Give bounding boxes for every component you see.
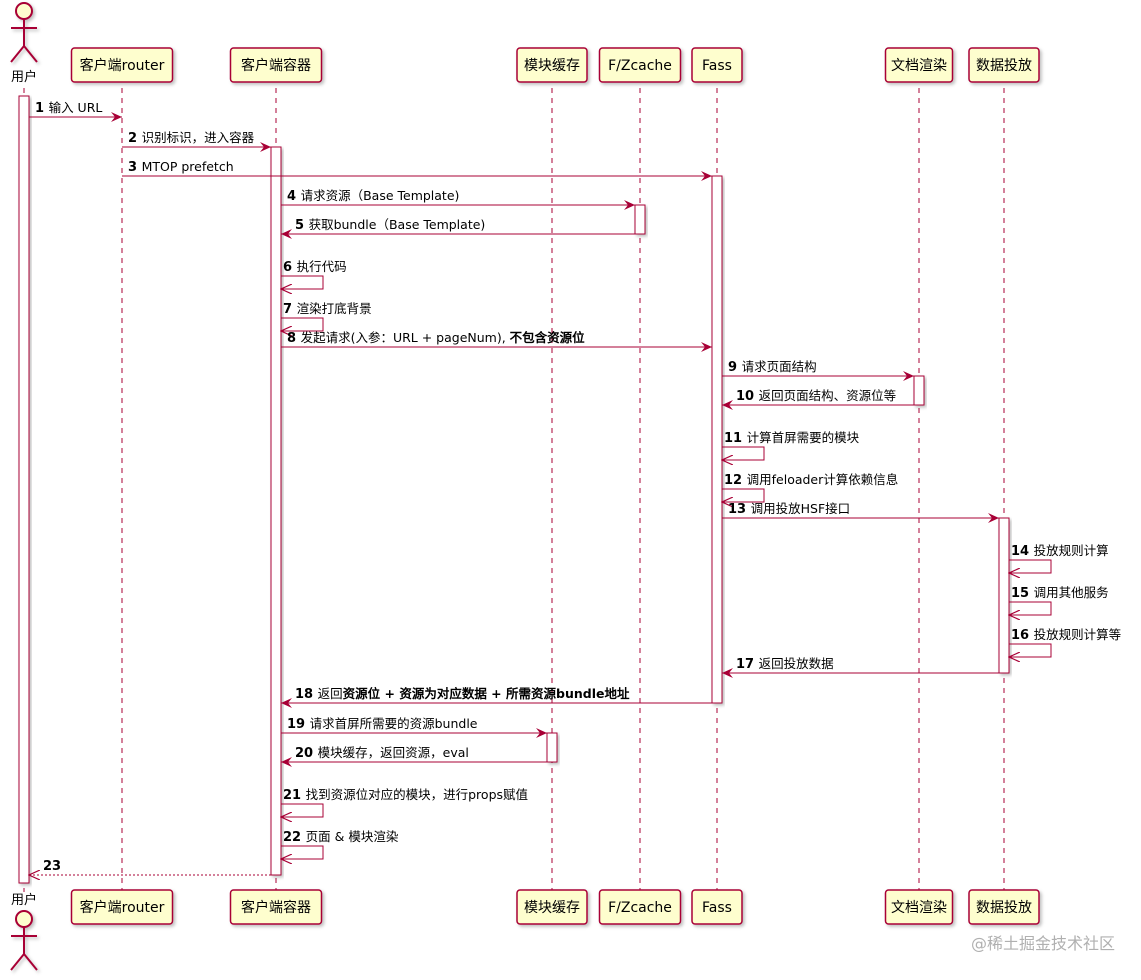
message-10: 10 返回页面结构、资源位等	[722, 388, 914, 410]
svg-text:Fass: Fass	[702, 900, 732, 916]
message-9: 9 请求页面结构	[722, 359, 914, 381]
message-label: 3 MTOP prefetch	[128, 159, 234, 175]
actor-label-bottom: 用户	[11, 892, 37, 908]
message-arrow	[1009, 601, 1052, 615]
message-label: 1 输入 URL	[35, 100, 102, 116]
message-21: 21 找到资源位对应的模块，进行props赋值	[281, 787, 528, 817]
message-label: 15 调用其他服务	[1011, 585, 1109, 601]
activation-delivery	[998, 517, 1010, 674]
watermark: @稀土掘金技术社区	[971, 934, 1115, 953]
message-6: 6 执行代码	[281, 259, 347, 289]
message-8: 8 发起请求(入参：URL + pageNum), 不包含资源位	[281, 330, 712, 352]
actor-icon-top	[10, 2, 38, 63]
actor-icon-bottom	[10, 910, 38, 971]
participant-zcache-top: F/Zcache	[598, 47, 682, 83]
message-label: 19 请求首屏所需要的资源bundle	[287, 716, 478, 732]
message-label: 8 发起请求(入参：URL + pageNum), 不包含资源位	[287, 330, 585, 346]
participant-zcache-bottom: F/Zcache	[598, 889, 682, 925]
message-14: 14 投放规则计算	[1009, 543, 1109, 573]
message-19: 19 请求首屏所需要的资源bundle	[281, 716, 547, 738]
message-label: 17 返回投放数据	[736, 656, 834, 672]
participant-docrender-bottom: 文档渲染	[884, 889, 954, 925]
message-label: 7 渲染打底背景	[283, 301, 372, 317]
svg-text:F/Zcache: F/Zcache	[608, 58, 672, 74]
svg-text:数据投放: 数据投放	[976, 900, 1032, 916]
svg-text:数据投放: 数据投放	[976, 58, 1032, 74]
svg-text:模块缓存: 模块缓存	[524, 58, 580, 74]
message-1: 1 输入 URL	[29, 100, 122, 122]
svg-text:文档渲染: 文档渲染	[891, 900, 947, 916]
participant-docrender-top: 文档渲染	[884, 47, 954, 83]
participant-router-bottom: 客户端router	[70, 889, 174, 925]
message-label: 4 请求资源（Base Template)	[287, 188, 459, 204]
participant-delivery-bottom: 数据投放	[968, 889, 1040, 925]
message-label: 11 计算首屏需要的模块	[724, 430, 860, 446]
activation-zcache	[634, 204, 646, 235]
message-label: 6 执行代码	[283, 259, 347, 275]
message-label: 22 页面 & 模块渲染	[283, 829, 399, 845]
svg-text:F/Zcache: F/Zcache	[608, 900, 672, 916]
message-13: 13 调用投放HSF接口	[722, 501, 999, 523]
participant-delivery-top: 数据投放	[968, 47, 1040, 83]
svg-text:客户端容器: 客户端容器	[241, 57, 311, 74]
message-17: 17 返回投放数据	[722, 656, 999, 678]
participant-router-top: 客户端router	[70, 47, 174, 83]
message-15: 15 调用其他服务	[1009, 585, 1109, 615]
message-16: 16 投放规则计算等	[1009, 627, 1121, 657]
message-arrow	[722, 446, 765, 460]
message-5: 5 获取bundle（Base Template)	[281, 217, 635, 239]
message-arrow	[1009, 643, 1052, 657]
activation-fass	[711, 175, 723, 704]
svg-text:客户端router: 客户端router	[80, 57, 165, 74]
message-label: 2 识别标识，进入容器	[128, 130, 255, 146]
message-arrow	[281, 803, 324, 817]
participant-fass-bottom: Fass	[691, 889, 743, 925]
message-arrow	[281, 317, 324, 331]
svg-text:客户端容器: 客户端容器	[241, 899, 311, 916]
message-label: 14 投放规则计算	[1011, 543, 1109, 559]
participant-container-bottom: 客户端容器	[229, 889, 323, 925]
activation-container	[270, 146, 282, 876]
message-label: 18 返回资源位 + 资源为对应数据 + 所需资源bundle地址	[295, 686, 630, 702]
message-label: 23	[43, 859, 61, 874]
activation-user	[18, 95, 30, 884]
message-arrow	[722, 488, 765, 502]
message-arrow	[281, 275, 324, 289]
participant-modcache-top: 模块缓存	[516, 47, 588, 83]
message-label: 12 调用feloader计算依赖信息	[724, 472, 898, 488]
message-label: 20 模块缓存，返回资源，eval	[295, 745, 469, 761]
svg-text:模块缓存: 模块缓存	[524, 900, 580, 916]
participant-container-top: 客户端容器	[229, 47, 323, 83]
message-label: 13 调用投放HSF接口	[728, 501, 850, 517]
message-label: 21 找到资源位对应的模块，进行props赋值	[283, 787, 528, 803]
svg-text:Fass: Fass	[702, 58, 732, 74]
actor-label-top: 用户	[11, 69, 37, 85]
participant-fass-top: Fass	[691, 47, 743, 83]
message-7: 7 渲染打底背景	[281, 301, 372, 331]
message-arrow	[281, 845, 324, 859]
message-20: 20 模块缓存，返回资源，eval	[281, 745, 547, 767]
svg-text:客户端router: 客户端router	[80, 899, 165, 916]
message-2: 2 识别标识，进入容器	[122, 130, 271, 152]
svg-text:文档渲染: 文档渲染	[891, 58, 947, 74]
message-label: 10 返回页面结构、资源位等	[736, 388, 896, 404]
message-23: 23	[29, 859, 271, 875]
activation-modcache	[546, 732, 558, 763]
message-12: 12 调用feloader计算依赖信息	[722, 472, 898, 502]
message-18: 18 返回资源位 + 资源为对应数据 + 所需资源bundle地址	[281, 686, 712, 708]
message-11: 11 计算首屏需要的模块	[722, 430, 860, 460]
message-label: 9 请求页面结构	[728, 359, 817, 375]
message-4: 4 请求资源（Base Template)	[281, 188, 635, 210]
activation-docrender	[913, 375, 925, 406]
message-3: 3 MTOP prefetch	[122, 159, 712, 181]
message-label: 16 投放规则计算等	[1011, 627, 1121, 643]
participant-modcache-bottom: 模块缓存	[516, 889, 588, 925]
message-arrow	[1009, 559, 1052, 573]
message-label: 5 获取bundle（Base Template)	[295, 217, 485, 233]
message-22: 22 页面 & 模块渲染	[281, 829, 399, 859]
